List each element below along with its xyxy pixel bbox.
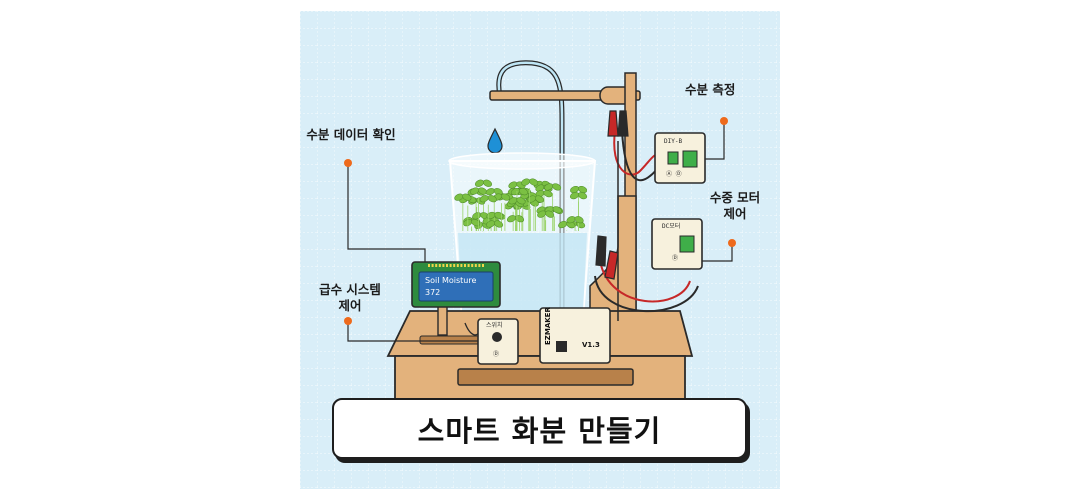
motor-module-port: Ⓓ xyxy=(672,255,679,262)
label-water-system-line2: 제어 xyxy=(338,298,362,313)
label-pump-motor-line1: 수중 모터 xyxy=(709,190,761,205)
page-title: 스마트 화분 만들기 xyxy=(417,413,662,448)
alligator-clips-sensor xyxy=(607,110,629,137)
push-button xyxy=(492,332,502,342)
dot-water-system xyxy=(344,317,352,325)
dot-data-check xyxy=(344,159,352,167)
water-tube-inner xyxy=(497,61,564,311)
planter-box-slot xyxy=(457,368,634,386)
label-water-system-line1: 급수 시스템 xyxy=(319,282,381,297)
board-chip xyxy=(556,341,567,352)
sensor-terminal xyxy=(682,150,698,168)
glass-rim xyxy=(448,152,596,170)
sensor-chip xyxy=(667,151,679,165)
leader-dots xyxy=(344,117,736,325)
lcd-pins xyxy=(428,264,484,267)
title-banner: 스마트 화분 만들기 xyxy=(332,398,747,459)
lcd-line-1: Soil Moisture xyxy=(425,276,477,285)
leader-pump-motor xyxy=(702,243,733,262)
leader-lines xyxy=(347,121,733,342)
motor-terminal xyxy=(679,235,695,253)
sensor-module-port: Ⓐ Ⓓ xyxy=(666,171,682,178)
motor-driver-module xyxy=(651,218,703,270)
label-moisture-measure: 수분 측정 xyxy=(685,82,736,97)
leader-water-system xyxy=(347,321,478,342)
leader-moisture-measure xyxy=(705,121,725,160)
illustration: 수분 측정 수분 데이터 확인 수중 모터 제어 급수 시스템 제어 Soil … xyxy=(300,11,780,489)
moisture-sensor-module xyxy=(654,132,706,184)
alligator-clips-motor xyxy=(595,235,619,280)
plant-sprouts xyxy=(454,178,588,232)
sensor-module-name: DIY-B xyxy=(664,138,683,145)
label-pump-motor-line2: 제어 xyxy=(723,206,747,221)
lcd-screen xyxy=(418,271,494,302)
button-module-name: 스위치 xyxy=(486,322,503,329)
button-module-port: Ⓓ xyxy=(493,351,500,358)
lcd-line-2: 372 xyxy=(425,288,441,297)
label-moisture-data-check: 수분 데이터 확인 xyxy=(306,127,396,142)
diagram-canvas xyxy=(300,11,780,489)
leader-data-check xyxy=(347,163,426,262)
dot-pump-motor xyxy=(728,239,736,247)
board-version: V1.3 xyxy=(582,341,600,349)
dot-moisture-measure xyxy=(720,117,728,125)
motor-module-name: DC모터 xyxy=(662,223,681,230)
board-name: EZMAKER xyxy=(544,307,552,345)
motor-wire-black xyxy=(594,275,699,313)
